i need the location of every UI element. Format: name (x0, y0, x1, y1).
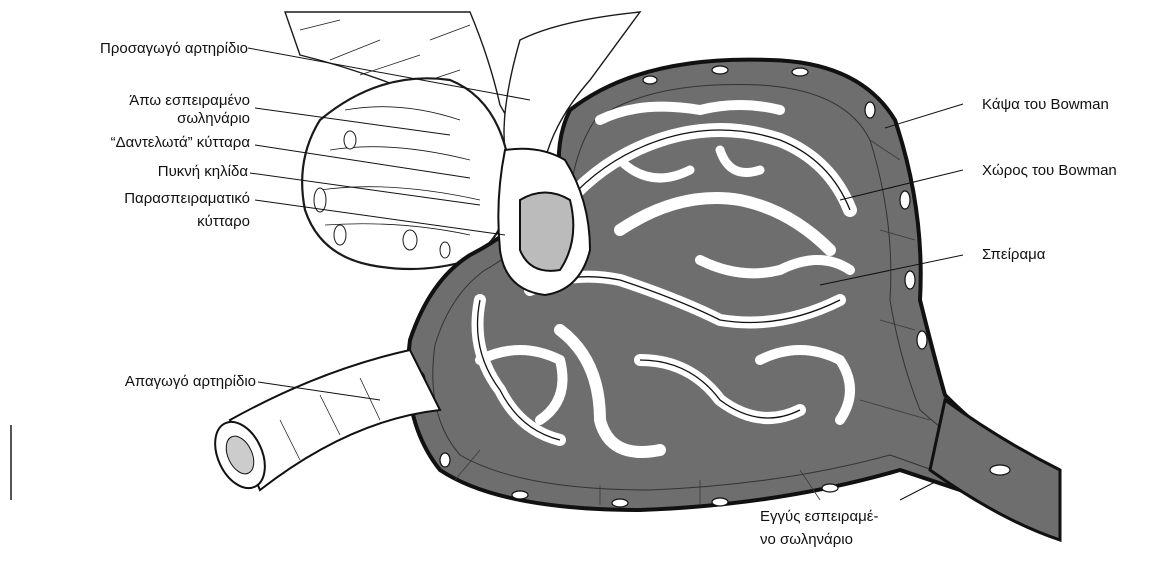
label-proximal-tubule-line2: νο σωληνάριο (760, 531, 853, 548)
label-efferent-arteriole: Απαγωγό αρτηρίδιο (20, 373, 256, 390)
efferent-arteriole (205, 350, 440, 496)
label-distal-tubule-line1: Άπω εσπειραμένο (20, 92, 250, 109)
distal-tubule (302, 78, 510, 269)
proximal-tubule (930, 400, 1060, 540)
label-macula-densa: Πυκνή κηλίδα (20, 163, 248, 180)
label-distal-tubule-line2: σωληνάριο (20, 110, 250, 127)
label-bowman-space: Χώρος του Bowman (982, 162, 1117, 179)
label-bowman-capsule: Κάψα του Bowman (982, 96, 1109, 113)
label-juxtaglomerular-cell-line2: κύτταρο (20, 213, 250, 230)
label-glomerulus: Σπείραμα (982, 246, 1045, 263)
label-lacis-cells: “Δαντελωτά” κύτταρα (20, 134, 250, 151)
page-edge-mark (10, 425, 12, 500)
label-afferent-arteriole: Προσαγωγό αρτηρίδιο (20, 40, 248, 57)
label-proximal-tubule-line1: Εγγύς εσπειραμέ- (760, 508, 878, 525)
label-juxtaglomerular-cell-line1: Παρασπειραματικό (20, 190, 250, 207)
